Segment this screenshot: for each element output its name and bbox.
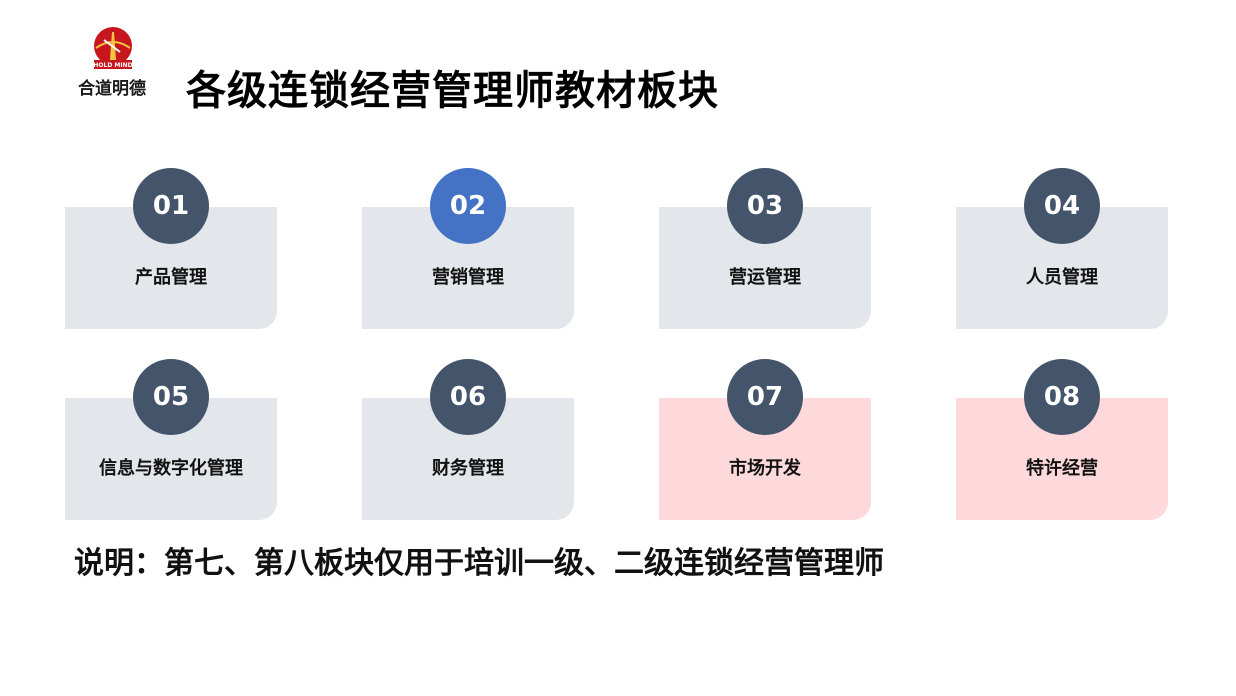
module-card: 08 特许经营 <box>956 359 1168 520</box>
module-number-badge: 01 <box>133 168 209 244</box>
logo-emblem-icon: HOLD MIND <box>93 27 133 69</box>
module-number-badge: 02 <box>430 168 506 244</box>
module-label: 产品管理 <box>135 267 207 288</box>
footnote: 说明：第七、第八板块仅用于培训一级、二级连锁经营管理师 <box>74 546 884 581</box>
module-label: 市场开发 <box>729 458 801 479</box>
module-card: 01 产品管理 <box>65 168 277 329</box>
module-card: 05 信息与数字化管理 <box>65 359 277 520</box>
module-card: 07 市场开发 <box>659 359 871 520</box>
module-label: 营销管理 <box>432 267 504 288</box>
module-label: 财务管理 <box>432 458 504 479</box>
module-number-badge: 08 <box>1024 359 1100 435</box>
module-label: 营运管理 <box>729 267 801 288</box>
logo-brand-text: 合道明德 <box>78 79 146 99</box>
module-card: 06 财务管理 <box>362 359 574 520</box>
module-card: 02 营销管理 <box>362 168 574 329</box>
module-number-badge: 04 <box>1024 168 1100 244</box>
module-card: 03 营运管理 <box>659 168 871 329</box>
logo: HOLD MIND 合道明德 <box>70 26 154 99</box>
module-card: 04 人员管理 <box>956 168 1168 329</box>
page-title: 各级连锁经营管理师教材板块 <box>186 68 719 114</box>
module-label: 特许经营 <box>1026 458 1098 479</box>
module-number-badge: 03 <box>727 168 803 244</box>
module-number-badge: 07 <box>727 359 803 435</box>
module-label: 人员管理 <box>1026 267 1098 288</box>
module-label: 信息与数字化管理 <box>99 458 243 479</box>
logo-emblem-text: HOLD MIND <box>93 62 132 69</box>
module-number-badge: 06 <box>430 359 506 435</box>
module-number-badge: 05 <box>133 359 209 435</box>
